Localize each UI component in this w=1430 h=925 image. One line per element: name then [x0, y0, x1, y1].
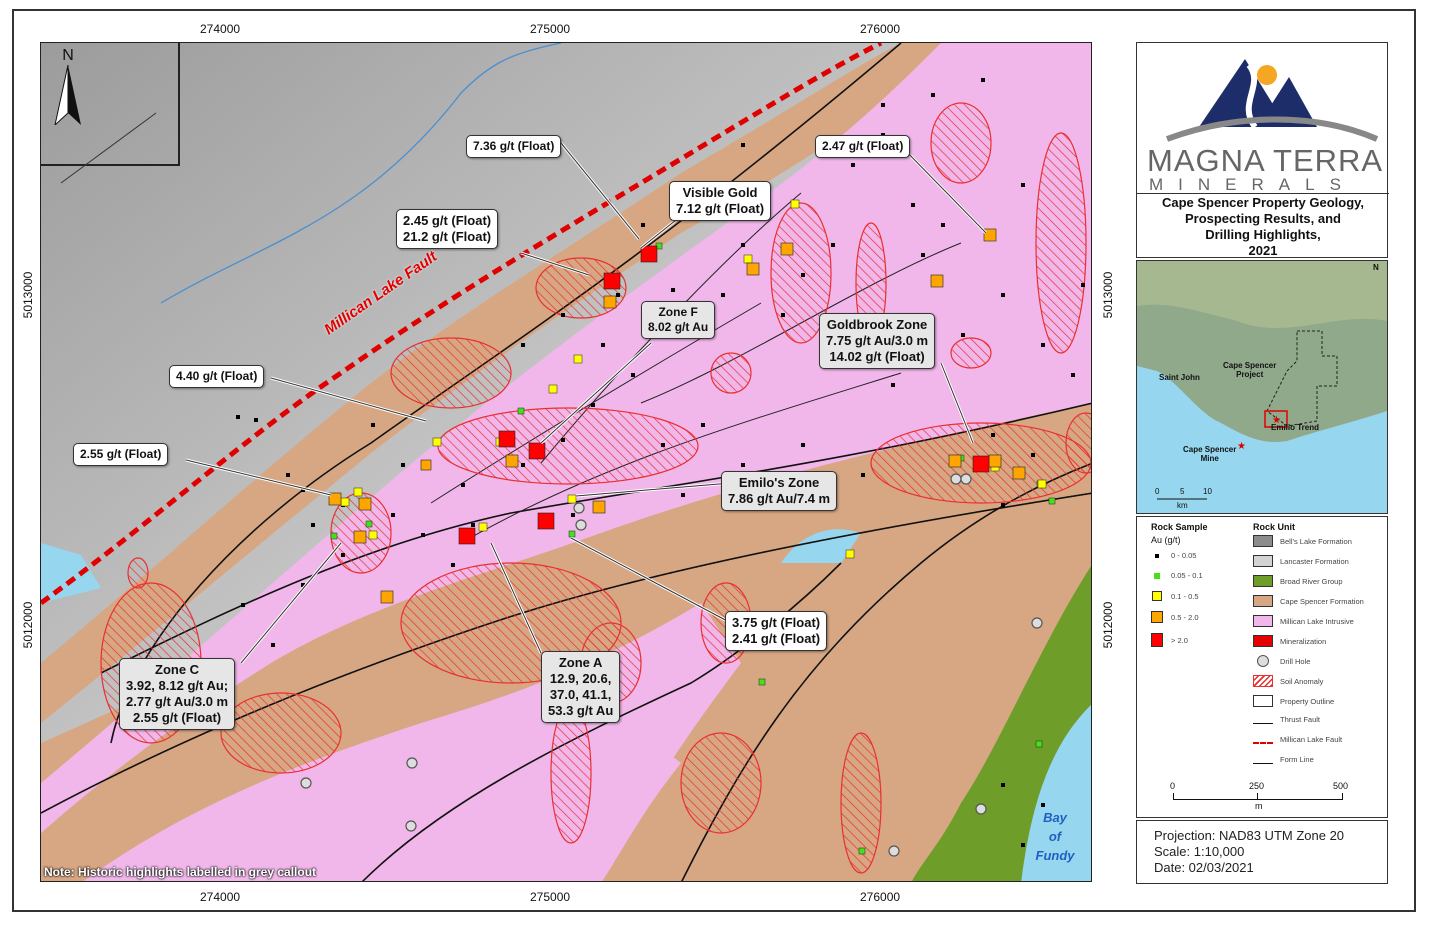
legend-sample-2: 0.1 - 0.5: [1151, 591, 1199, 601]
stream: [160, 43, 562, 304]
scale-bar-mid: [1257, 793, 1258, 799]
rock-samples: [211, 78, 1085, 857]
property-outline: [41, 43, 180, 166]
scale-bar: [1173, 793, 1343, 800]
map-title: Cape Spencer Property Geology, Prospecti…: [1161, 195, 1365, 258]
legend-sample-3: 0.5 - 2.0: [1151, 611, 1199, 623]
x-tick-274000-top: 274000: [200, 22, 241, 36]
legend-thrust-fault: Thrust Fault: [1253, 715, 1320, 724]
lake-water: [41, 543, 101, 603]
logo-brand-name: MAGNA TERRA: [1147, 143, 1384, 178]
callout-375-241-float[interactable]: 3.75 g/t (Float) 2.41 g/t (Float): [725, 611, 828, 651]
legend-rock-sample-unit: Au (g/t): [1151, 535, 1181, 545]
scale-tick-250: 250: [1249, 781, 1265, 791]
legend-unit-broad-river: Broad River Group: [1253, 575, 1343, 587]
x-tick-275000-bottom: 275000: [530, 890, 571, 904]
map-frame: [12, 9, 1416, 912]
legend-rock-unit-title: Rock Unit: [1253, 522, 1296, 532]
scale-unit: m: [1255, 801, 1263, 811]
callout-245-212-float[interactable]: 2.45 g/t (Float) 21.2 g/t (Float): [396, 209, 499, 249]
inset-map-svg: ★ ★: [1137, 261, 1387, 500]
legend-sample-0: 0 - 0.05: [1151, 551, 1196, 560]
north-label: N: [62, 47, 74, 64]
callout-736-float[interactable]: 7.36 g/t (Float): [466, 135, 562, 158]
bay-of-fundy-water: [1021, 705, 1091, 881]
callout-visible-gold[interactable]: Visible Gold 7.12 g/t (Float): [669, 181, 772, 221]
scale-tick-0: 0: [1170, 781, 1176, 791]
inland-water: [781, 529, 861, 563]
drill-hole-icon: [1257, 655, 1269, 667]
svg-text:★: ★: [1272, 415, 1281, 426]
x-tick-274000-bottom: 274000: [200, 890, 241, 904]
inset-scale-5: 5: [1180, 487, 1185, 496]
historic-note: Note: Historic highlights labelled in gr…: [44, 865, 317, 879]
legend-unit-mineralization: Mineralization: [1253, 635, 1326, 647]
inset-scale-0: 0: [1155, 487, 1160, 496]
legend-unit-lancaster: Lancaster Formation: [1253, 555, 1349, 567]
legend-unit-millican-intrusive: Millican Lake Intrusive: [1253, 615, 1354, 627]
title-block: MAGNA TERRA MINERALS Cape Spencer Proper…: [1136, 42, 1389, 258]
date-line: Date: 02/03/2021: [1154, 860, 1254, 875]
x-tick-276000-top: 276000: [860, 22, 901, 36]
y-tick-5013000-right: 5013000: [1101, 271, 1115, 319]
legend: Rock Sample Au (g/t) Rock Unit 0 - 0.05 …: [1136, 516, 1388, 818]
north-arrow-icon: [54, 65, 81, 125]
callout-goldbrook-zone[interactable]: Goldbrook Zone 7.75 g/t Au/3.0 m 14.02 g…: [819, 313, 936, 369]
inset-label-emilio-trend: Emilio Trend: [1271, 423, 1320, 432]
millican-lake-fault-line: [41, 43, 883, 606]
logo-brand-sub: MINERALS: [1149, 175, 1356, 194]
inset-label-project: Cape Spencer Project: [1223, 361, 1277, 379]
legend-unit-bells-lake: Bell's Lake Formation: [1253, 535, 1352, 547]
projection-line: Projection: NAD83 UTM Zone 20: [1154, 828, 1345, 843]
inset-map[interactable]: ★ ★ N Saint John Cape Spencer Project Em…: [1136, 260, 1388, 514]
inset-north: N: [1373, 263, 1379, 272]
sidebar: MAGNA TERRA MINERALS Cape Spencer Proper…: [1136, 42, 1389, 884]
x-tick-275000-top: 275000: [530, 22, 571, 36]
legend-sample-4: > 2.0: [1151, 633, 1188, 647]
form-line: [60, 112, 157, 184]
legend-soil-anomaly: Soil Anomaly: [1253, 675, 1323, 687]
legend-form-line: Form Line: [1253, 755, 1314, 764]
legend-rock-sample-title: Rock Sample: [1151, 522, 1208, 532]
scale-line: Scale: 1:10,000: [1154, 844, 1245, 859]
callout-zone-a[interactable]: Zone A 12.9, 20.6, 37.0, 41.1, 53.3 g/t …: [541, 651, 621, 723]
scale-tick-500: 500: [1333, 781, 1349, 791]
legend-unit-cape-spencer: Cape Spencer Formation: [1253, 595, 1364, 607]
inset-scale-unit: km: [1177, 501, 1188, 510]
north-arrow: N: [53, 47, 83, 125]
projection-text: Projection: NAD83 UTM Zone 20 Scale: 1:1…: [1154, 828, 1344, 876]
y-tick-5012000-right: 5012000: [1101, 601, 1115, 649]
legend-property-outline: Property Outline: [1253, 695, 1334, 707]
legend-millican-fault: Millican Lake Fault: [1253, 735, 1342, 744]
y-tick-5013000-left: 5013000: [21, 271, 35, 319]
callout-440-float[interactable]: 4.40 g/t (Float): [169, 365, 265, 388]
svg-text:★: ★: [1237, 441, 1246, 452]
callout-emilos-zone[interactable]: Emilo's Zone 7.86 g/t Au/7.4 m: [721, 471, 838, 511]
callout-leaders-inner: [185, 142, 987, 664]
x-tick-276000-bottom: 276000: [860, 890, 901, 904]
legend-drill-hole: Drill Hole: [1253, 655, 1310, 667]
callout-247-float[interactable]: 2.47 g/t (Float): [815, 135, 911, 158]
callout-zone-f[interactable]: Zone F 8.02 g/t Au: [641, 301, 716, 339]
logo-mountains-icon: [1165, 59, 1379, 142]
projection-block: [1136, 820, 1388, 884]
callout-zone-c[interactable]: Zone C 3.92, 8.12 g/t Au; 2.77 g/t Au/3.…: [119, 658, 236, 730]
inset-scale-10: 10: [1203, 487, 1212, 496]
inset-label-mine: Cape Spencer Mine: [1183, 445, 1237, 463]
inset-label-saint-john: Saint John: [1159, 373, 1200, 382]
callout-255-float[interactable]: 2.55 g/t (Float): [73, 443, 169, 466]
y-tick-5012000-left: 5012000: [21, 601, 35, 649]
legend-sample-1: 0.05 - 0.1: [1151, 571, 1203, 580]
